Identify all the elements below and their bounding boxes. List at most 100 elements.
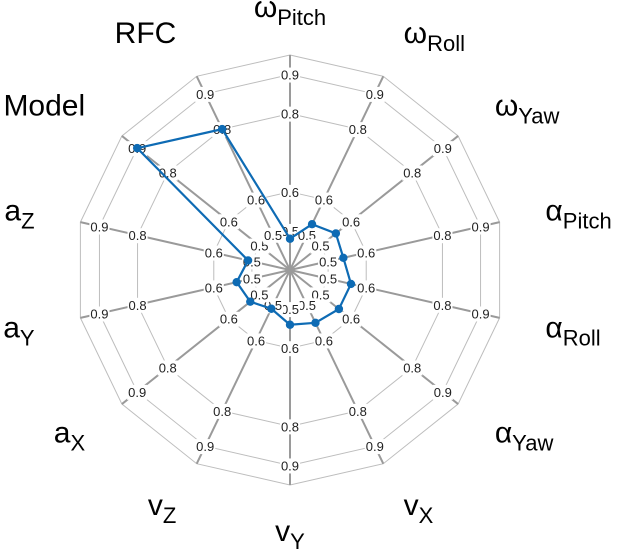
tick-label: 0.8 xyxy=(433,228,451,243)
axis-label: vX xyxy=(404,489,434,528)
tick-label: 0.9 xyxy=(434,141,452,156)
tick-label-bg xyxy=(89,219,110,235)
tick-label-bg xyxy=(364,439,385,455)
tick-label-bg xyxy=(296,298,317,314)
tick-label: 0.8 xyxy=(403,166,421,181)
tick-label-bg xyxy=(279,419,301,435)
tick-label-bg xyxy=(241,271,262,287)
tick-label-bg xyxy=(279,67,301,83)
series-point xyxy=(339,253,348,263)
series-point xyxy=(334,304,344,314)
series-point xyxy=(285,234,295,243)
tick-label: 0.5 xyxy=(319,272,337,287)
tick-label: 0.9 xyxy=(128,385,146,400)
tick-label-bg xyxy=(157,165,178,181)
tick-label-bg xyxy=(157,360,178,376)
axis-label: vZ xyxy=(148,489,176,528)
axis-label: RFC xyxy=(115,17,177,50)
tick-label-bg xyxy=(356,245,377,261)
tick-label: 0.9 xyxy=(90,220,108,235)
tick-label: 0.8 xyxy=(433,298,451,313)
tick-label: 0.6 xyxy=(281,341,299,356)
tick-label: 0.5 xyxy=(298,298,316,313)
axis-label: aY xyxy=(3,311,35,350)
tick-label: 0.5 xyxy=(319,254,337,269)
tick-label-bg xyxy=(203,245,224,261)
series-point xyxy=(311,318,320,328)
tick-label-bg xyxy=(341,214,362,230)
series-point xyxy=(267,304,276,313)
series-point xyxy=(246,297,255,306)
tick-label-bg xyxy=(318,254,339,270)
axis-label: αYaw xyxy=(495,416,554,455)
tick-label: 0.6 xyxy=(205,246,223,261)
tick-label-bg xyxy=(313,333,334,349)
tick-label-bg xyxy=(195,86,216,102)
series-point xyxy=(232,277,241,287)
tick-label: 0.6 xyxy=(247,193,265,208)
tick-label: 0.6 xyxy=(357,280,375,295)
tick-label-bg xyxy=(341,311,362,327)
axis-label: ωRoll xyxy=(404,17,465,56)
series-point xyxy=(307,220,317,229)
tick-label-bg xyxy=(218,311,239,327)
tick-label: 0.8 xyxy=(129,228,147,243)
tick-label: 0.6 xyxy=(342,312,360,327)
tick-label-bg xyxy=(432,297,453,313)
tick-label-bg xyxy=(432,141,453,157)
tick-label: 0.6 xyxy=(205,280,223,295)
series-point xyxy=(217,124,227,134)
tick-label: 0.5 xyxy=(264,228,282,243)
tick-label-bg xyxy=(203,280,224,296)
tick-label: 0.6 xyxy=(315,333,333,348)
series-point xyxy=(285,320,295,329)
tick-label: 0.9 xyxy=(472,220,490,235)
tick-label-bg xyxy=(263,227,284,243)
tick-label: 0.9 xyxy=(281,68,299,83)
tick-label: 0.9 xyxy=(434,385,452,400)
tick-label-bg xyxy=(347,122,368,138)
tick-label-bg xyxy=(313,192,334,208)
tick-label: 0.5 xyxy=(281,302,299,317)
tick-label: 0.8 xyxy=(281,107,299,122)
axis-label: vY xyxy=(275,515,305,554)
tick-label-bg xyxy=(310,238,331,254)
tick-label: 0.8 xyxy=(159,166,177,181)
tick-label: 0.9 xyxy=(196,87,214,102)
tick-label-bg xyxy=(279,341,301,357)
tick-label: 0.9 xyxy=(196,439,214,454)
tick-label: 0.9 xyxy=(366,87,384,102)
tick-label-bg xyxy=(347,403,368,419)
tick-label: 0.6 xyxy=(357,246,375,261)
tick-label: 0.5 xyxy=(250,287,268,302)
tick-label: 0.6 xyxy=(315,193,333,208)
tick-label: 0.8 xyxy=(159,360,177,375)
axis-label: αRoll xyxy=(545,311,600,350)
tick-label: 0.8 xyxy=(349,122,367,137)
tick-label: 0.8 xyxy=(403,360,421,375)
tick-label: 0.8 xyxy=(281,419,299,434)
tick-label-bg xyxy=(279,458,301,474)
tick-label-bg xyxy=(89,306,110,322)
tick-label-bg xyxy=(218,214,239,230)
axis-label: αPitch xyxy=(545,195,611,234)
tick-label: 0.6 xyxy=(220,312,238,327)
tick-label-bg xyxy=(432,228,453,244)
tick-label-bg xyxy=(249,287,270,303)
tick-label-bg xyxy=(356,280,377,296)
tick-label-bg xyxy=(127,297,148,313)
tick-label-bg xyxy=(127,384,148,400)
tick-label: 0.9 xyxy=(281,458,299,473)
tick-label-bg xyxy=(195,439,216,455)
tick-label-bg xyxy=(246,192,267,208)
tick-label: 0.9 xyxy=(366,439,384,454)
tick-label: 0.8 xyxy=(213,404,231,419)
tick-label: 0.9 xyxy=(472,306,490,321)
tick-label-bg xyxy=(246,333,267,349)
axis-label: Model xyxy=(3,90,85,123)
tick-label: 0.5 xyxy=(312,239,330,254)
series-point xyxy=(331,229,341,238)
radar-series xyxy=(132,124,356,329)
